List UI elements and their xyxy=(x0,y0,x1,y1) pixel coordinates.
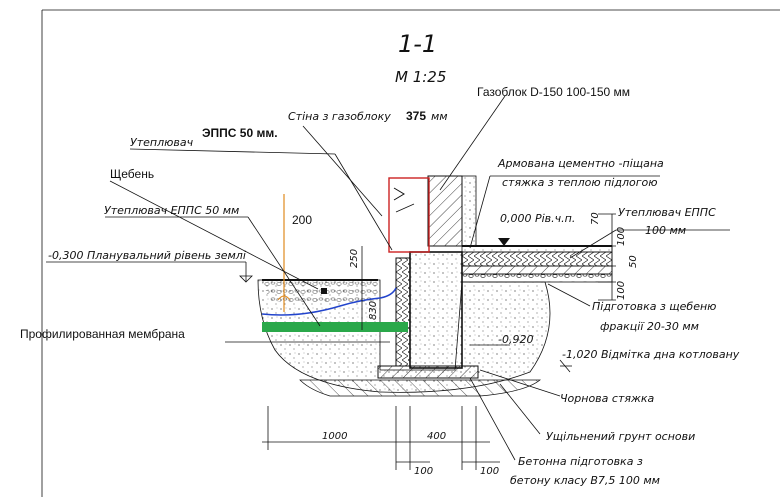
leader-betonna xyxy=(469,377,516,461)
label-200: 200 xyxy=(292,213,312,227)
leader-shcheben xyxy=(109,180,319,290)
foundation-wall xyxy=(409,251,463,369)
gravel-zone xyxy=(262,282,378,305)
leader-uteplyuvach-left-2 xyxy=(247,216,321,327)
label-uteplyuvach: Утеплювач xyxy=(130,136,194,149)
label-1020: -1,020 Відмітка дна котловану xyxy=(562,348,740,361)
dim-400: 400 xyxy=(427,431,446,442)
leader-pidgotovka xyxy=(547,283,591,307)
label-gazoblok: Газоблок D-150 100-150 мм xyxy=(477,85,630,99)
orange-mark-detail xyxy=(277,295,291,301)
wall-plaster xyxy=(461,175,477,247)
leader-epps50 xyxy=(302,125,383,217)
label-uteplyuvach-left: Утеплювач ЕППС 50 мм xyxy=(104,204,239,217)
label-stina-num: 375 xyxy=(406,109,426,123)
label-pidgotovka-1: Підготовка з щебеню xyxy=(592,300,716,313)
level-marker-300 xyxy=(239,275,253,283)
leader-chornova xyxy=(479,369,561,397)
dim-250: 250 xyxy=(349,249,360,268)
dim-100a: 100 xyxy=(414,466,433,477)
aerated-wall xyxy=(427,175,463,247)
drainage-line xyxy=(261,287,397,316)
rock-marker xyxy=(321,288,327,294)
membrane-strip xyxy=(262,322,408,332)
level-marker-0 xyxy=(498,238,510,246)
label-pidgotovka-2: фракції 20-30 мм xyxy=(600,320,699,333)
label-chornova: Чорнова стяжка xyxy=(560,392,655,405)
label-betonna-1: Бетонна підготовка з xyxy=(518,455,643,468)
gazoblok-symbol xyxy=(393,187,405,201)
leader-armovana-2 xyxy=(469,175,491,249)
gazoblok-mark xyxy=(395,203,415,213)
vertical-insulation xyxy=(395,257,411,367)
compacted-soil-base xyxy=(299,379,541,397)
scale-label: М 1:25 xyxy=(395,68,446,86)
label-0920: -0,920 xyxy=(498,333,533,346)
label-armovana-1: Армована цементно -піщана xyxy=(497,157,664,170)
label-stina: Стіна з газоблоку xyxy=(288,110,391,123)
dim-50-v: 50 xyxy=(628,255,639,268)
floor-insulation xyxy=(461,251,613,267)
label-epps-right-1: Утеплювач ЕППС xyxy=(618,206,716,219)
dim-70: 70 xyxy=(590,212,601,225)
leader-epps-right-2 xyxy=(569,229,617,259)
label-epps-right-2: 100 мм xyxy=(645,224,686,237)
section-title: 1-1 xyxy=(398,30,437,58)
label-ushchilneniy: Ущільнений грунт основи xyxy=(546,430,695,443)
gravel-prep-layer xyxy=(461,273,613,283)
label-membrana: Профилированная мембрана xyxy=(20,327,185,341)
gazoblok-outline xyxy=(388,177,430,253)
label-epps50: ЭППС 50 мм. xyxy=(202,126,278,140)
leader-uteplyuvach xyxy=(129,148,336,155)
floor-layer xyxy=(461,265,613,275)
label-armovana-2: стяжка з теплою підлогою xyxy=(502,176,657,189)
dim-100-v1: 100 xyxy=(616,227,627,246)
label-shcheben: Щебень xyxy=(110,167,154,181)
dim-100b: 100 xyxy=(480,466,499,477)
leader-gazoblok xyxy=(439,95,506,191)
label-riv: 0,000 Рів.ч.п. xyxy=(500,212,575,225)
label-stina-unit: мм xyxy=(431,110,448,123)
leader-uteplyuvach-2 xyxy=(334,153,393,251)
label-betonna-2: бетону класу В7,5 100 мм xyxy=(510,474,660,487)
dim-100-v2: 100 xyxy=(616,281,627,300)
dim-1000: 1000 xyxy=(322,431,347,442)
dim-830: 830 xyxy=(368,301,379,320)
leader-ushchilneniy xyxy=(499,383,541,435)
label-planuval: -0,300 Планувальний рівень землі xyxy=(48,249,246,262)
